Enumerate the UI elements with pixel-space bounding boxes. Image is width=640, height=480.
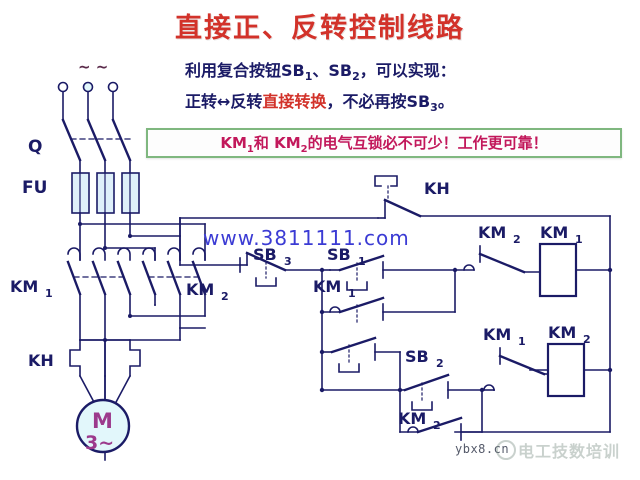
kh-nc-contact[interactable] [374,175,611,219]
control-top-rail [79,217,379,225]
svg-text:KM: KM [398,409,426,428]
svg-text:1: 1 [358,255,366,268]
main-contacts-bank[interactable] [66,247,207,296]
svg-text:M: M [92,409,113,433]
phase-junctions [103,314,132,342]
label-sb1: SB 1 [327,245,366,268]
callout-body: 的电气互锁必不可少！工作更可靠！ [307,133,548,152]
svg-text:2: 2 [221,290,229,303]
km2-hold-contact[interactable] [399,389,483,441]
svg-text:SB: SB [253,245,277,264]
svg-text:2: 2 [583,333,591,346]
km1-hold-contact[interactable] [321,269,456,325]
thermal-overload-KH [69,339,141,377]
watermark-logo-text: 电工技数培训 [518,442,621,461]
label-fuse-FU: FU [22,178,47,198]
subtitle-text: 利用复合按钮SB1、SB2，可以实现： 正转↔反转直接转换，不必再按SB3。 [185,58,456,120]
motor-leads [78,374,132,406]
supply-phase-mark: ~ ~ [78,58,108,76]
logo-circle-icon [496,440,516,460]
label-thermal-KH-control: KH [424,179,450,198]
svg-text:2: 2 [436,357,444,370]
watermark-url: www.3811111.com [203,226,410,250]
svg-text:KM: KM [313,277,341,296]
callout-km1: KM [220,133,247,152]
km1-nc-interlock[interactable] [481,347,557,391]
subtitle-l1-prefix: 利用复合按钮 [185,61,282,80]
callout-text: KM1和 KM2的电气互锁必不可少！工作更可靠！ [220,132,547,155]
label-main-KM2: KM 2 [186,280,229,303]
label-km1-interlock: KM 1 [483,325,526,348]
sb2-reverse-button[interactable] [399,373,483,411]
svg-text:3: 3 [284,255,292,268]
svg-text:KM: KM [478,223,506,242]
watermark-ybx8: ybx8.cn [455,442,510,456]
subtitle-l2-sb3: SB [406,92,431,112]
svg-text:KM: KM [186,280,214,299]
subtitle-line-1: 利用复合按钮SB1、SB2，可以实现： [185,58,456,89]
label-km1-hold: KM 1 [313,277,356,300]
svg-text:2: 2 [513,233,521,246]
callout-km2: KM [274,133,301,152]
callout-and: 和 [253,133,275,152]
subtitle-l2-suffix: 。 [437,92,454,112]
label-km2-interlock: KM 2 [478,223,521,246]
supply-terminals [57,81,119,121]
watermark-logo: 电工技数培训 [496,438,620,462]
subtitle-l1-mid: 、 [312,61,329,80]
callout-box: KM1和 KM2的电气互锁必不可少！工作更可靠！ [146,128,622,158]
label-sb3: SB 3 [253,245,292,268]
subtitle-l2-highlight: 直接转换 [262,92,327,112]
svg-text:KM: KM [483,325,511,344]
coil2-dot [607,367,613,373]
svg-text:1: 1 [575,233,583,246]
subtitle-l1-sb2-sub: 2 [352,70,360,84]
subtitle-l1-sb1: SB [281,61,305,80]
subtitle-l2-prefix: 正转↔反转 [185,92,263,112]
sb1-forward-button[interactable] [329,254,456,291]
control-right-rail [454,215,611,433]
svg-text:SB: SB [405,347,429,366]
motor-label: M 3~ [85,409,114,454]
label-thermal-KH-main: KH [28,351,54,370]
node-a-dot [319,267,325,273]
svg-text:1: 1 [348,287,356,300]
km2-coil [529,342,611,398]
svg-text:3~: 3~ [85,432,114,454]
subtitle-l1-sb1-sub: 1 [304,70,313,84]
control-node-b [321,336,401,391]
fuses-FU [71,172,140,214]
km1-coil [538,242,611,298]
label-km2-coil: KM 2 [548,323,591,346]
subtitle-l2-sb3-sub: 3 [430,101,438,115]
svg-text:1: 1 [45,287,53,300]
page-title: 直接正、反转控制线路 [175,13,465,44]
svg-text:KM: KM [540,223,568,242]
node-b-dot [319,349,325,393]
svg-text:KM: KM [10,277,38,296]
motor-M3 [75,398,131,454]
label-sb2: SB 2 [405,347,444,370]
svg-text:KM: KM [548,323,576,342]
sb3-stop-button[interactable] [239,251,323,287]
subtitle-l1-suffix: ，可以实现： [359,61,456,80]
disconnect-switch-Q[interactable] [61,118,132,174]
label-disconnect-Q: Q [28,137,42,157]
coil1-dot [607,267,613,273]
label-main-KM1: KM 1 [10,277,53,300]
subtitle-l2-mid: ，不必再按 [326,92,407,112]
svg-text:SB: SB [327,245,351,264]
label-km2-hold: KM 2 [398,409,441,432]
km2-nc-interlock[interactable] [454,245,541,274]
callout-km1-sub: 1 [246,143,254,155]
label-km1-coil: KM 1 [540,223,583,246]
svg-text:1: 1 [518,335,526,348]
subtitle-l1-sb2: SB [328,61,353,80]
svg-text:2: 2 [433,419,441,432]
callout-km2-sub: 2 [300,143,308,155]
subtitle-line-2: 正转↔反转直接转换，不必再按SB3。 [185,89,456,120]
